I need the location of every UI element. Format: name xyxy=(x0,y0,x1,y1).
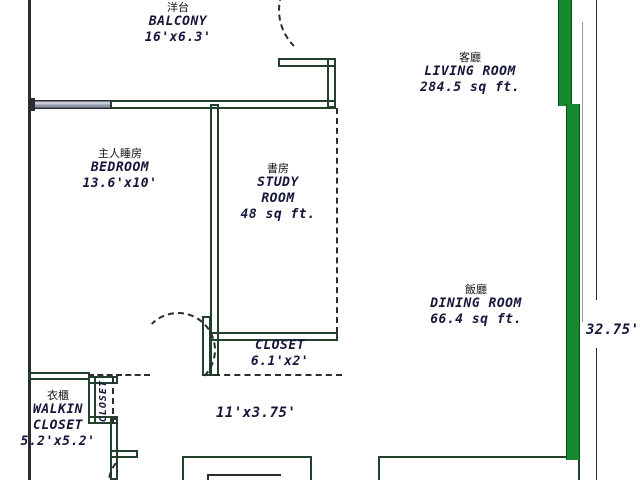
room-area-living: 284.5 sq ft. xyxy=(420,79,520,95)
boundary-study-living-dashed xyxy=(336,108,338,333)
room-cjk-bedroom: 主人睡房 xyxy=(98,147,142,160)
wall-exterior-left xyxy=(28,0,31,480)
wall-balcony-bottom xyxy=(110,100,336,109)
wall-hall-left xyxy=(28,372,90,380)
dimension-overall-depth: 32.75' xyxy=(586,322,640,338)
room-dimension-balcony: 16'x6.3' xyxy=(144,29,212,45)
dimension-line-right-lower xyxy=(596,348,597,480)
room-area-study: 48 sq ft. xyxy=(240,207,316,223)
room-name-dining: DINING ROOM xyxy=(430,295,522,311)
room-area-dining: 66.4 sq ft. xyxy=(430,311,522,327)
room-cjk-living: 客廳 xyxy=(459,51,481,64)
room-label-bedroom: 主人睡房 BEDROOM 13.6'x10' xyxy=(52,148,188,192)
room-cjk-dining: 飯廳 xyxy=(465,283,487,296)
room-dimension-walkin-closet: 5.2'x5.2' xyxy=(20,434,96,450)
room-name-walkin-closet: WALKIN xyxy=(33,401,83,417)
window-end-post-left xyxy=(28,98,35,111)
room-name-closet-hall: CLOSET xyxy=(255,338,305,353)
wall-bottom-right-room xyxy=(378,456,580,480)
room-name-walkin-closet-line2: CLOSET xyxy=(33,417,83,433)
room-cjk-study: 書房 xyxy=(267,162,289,175)
wall-bottom-center-inner-left xyxy=(207,474,209,480)
room-name-bedroom: BEDROOM xyxy=(90,159,150,175)
dimension-hallway: 11'x3.75' xyxy=(216,405,297,421)
room-dimension-closet-hall: 6.1'x2' xyxy=(250,354,310,370)
room-cjk-walkin-closet: 衣櫃 xyxy=(47,389,69,402)
room-cjk-balcony: 洋台 xyxy=(167,1,189,14)
wall-bottom-center-room xyxy=(182,456,312,480)
boundary-closet-bottom-dashed xyxy=(214,374,342,376)
wall-exterior-right-edge-faint xyxy=(582,22,583,322)
dimension-line-right xyxy=(596,0,597,300)
room-name-living: LIVING ROOM xyxy=(424,63,516,79)
room-label-dining: 飯廳 DINING ROOM 66.4 sq ft. xyxy=(388,284,564,328)
wall-small-closet-top xyxy=(88,376,118,384)
room-label-living: 客廳 LIVING ROOM 284.5 sq ft. xyxy=(382,52,558,96)
wall-exterior-right-lower xyxy=(566,104,580,460)
wall-balcony-right-vertical xyxy=(327,58,336,108)
boundary-small-closet-right-dashed xyxy=(112,378,114,424)
room-label-balcony: 洋台 BALCONY 16'x6.3' xyxy=(110,2,246,46)
room-name-study-line2: ROOM xyxy=(261,190,295,206)
room-name-balcony: BALCONY xyxy=(148,13,208,29)
room-label-walkin-closet: 衣櫃 WALKIN CLOSET 5.2'x5.2' xyxy=(8,390,108,450)
door-swing-balcony-icon xyxy=(278,0,382,62)
room-dimension-bedroom: 13.6'x10' xyxy=(82,175,158,191)
balcony-window xyxy=(31,100,111,109)
wall-exterior-right-upper xyxy=(558,0,572,106)
room-label-closet-hall: CLOSET 6.1'x2' xyxy=(222,338,338,371)
door-swing-bedroom-icon xyxy=(140,312,216,388)
wall-bedroom-study-divider xyxy=(210,104,219,341)
room-label-closet-small: CLOSET xyxy=(98,380,109,423)
room-name-study: STUDY xyxy=(257,174,299,190)
wall-bottom-center-inner xyxy=(207,474,281,476)
boundary-hall-dashed xyxy=(88,374,150,376)
room-label-study: 書房 STUDY ROOM 48 sq ft. xyxy=(222,163,334,223)
